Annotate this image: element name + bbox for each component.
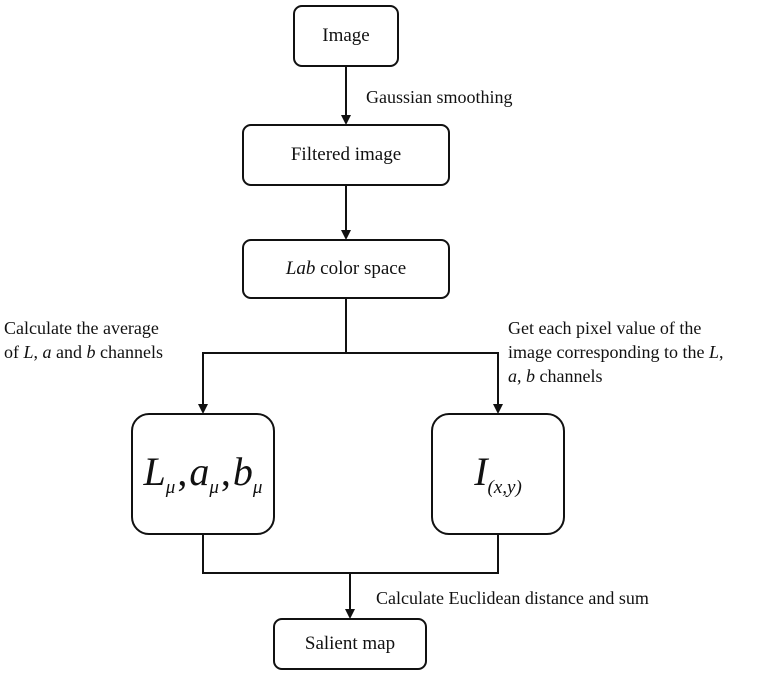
node-lab-label: Lab color space [285, 258, 407, 279]
arrow-means-to-salient [202, 535, 499, 574]
arrow-lab-to-pixel [346, 352, 503, 414]
node-filtered-image: Filtered image [242, 124, 450, 186]
channel-means-formula: Lμ,aμ,bμ [143, 448, 263, 498]
node-image: Image [293, 5, 399, 67]
edge-label-euclidean-distance: Calculate Euclidean distance and sum [376, 588, 649, 608]
edge-label-gaussian-smoothing: Gaussian smoothing [366, 87, 513, 107]
node-filtered-image-label: Filtered image [290, 144, 402, 165]
node-salient-map: Salient map [273, 618, 427, 670]
node-image-label: Image [322, 25, 370, 46]
node-channel-means: Lμ,aμ,bμ [131, 413, 275, 535]
arrow-lab-to-means [198, 299, 347, 414]
edge-label-get-pixel-value: Get each pixel value of the image corres… [508, 318, 724, 386]
node-pixel-value: I(x,y) [431, 413, 565, 535]
node-lab-color-space: Lab color space [242, 239, 450, 299]
node-salient-map-label: Salient map [304, 633, 396, 654]
edge-label-calculate-average: Calculate the average of L, a and b chan… [4, 318, 163, 362]
pixel-value-formula: I(x,y) [474, 448, 522, 498]
